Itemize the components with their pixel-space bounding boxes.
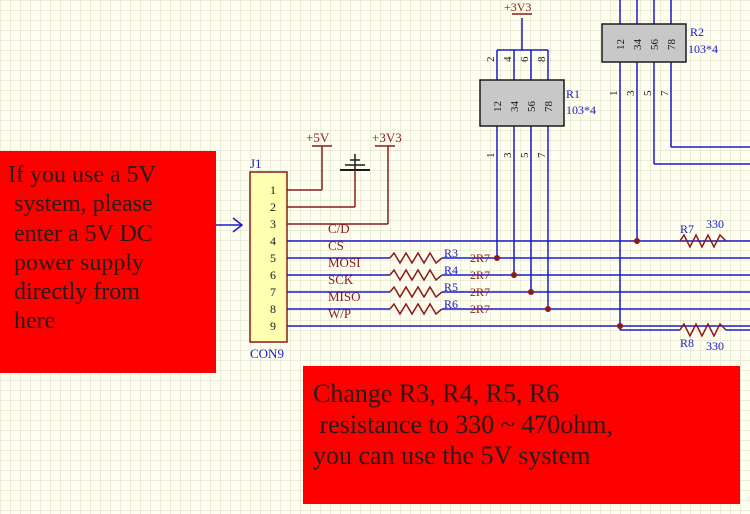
network-top-pin: 4 <box>502 56 514 62</box>
r1-body <box>479 79 565 127</box>
r2-value: 103*4 <box>688 42 718 56</box>
resistor-zigzag <box>389 268 443 282</box>
network-body-pin: 12 <box>615 39 627 50</box>
connector-pin-number: 6 <box>270 268 276 282</box>
network-bottom-pin: 3 <box>502 152 514 158</box>
series-resistor-value: 2R7 <box>470 285 490 299</box>
connector-pin-number: 3 <box>270 217 276 231</box>
connector-name: CON9 <box>250 346 284 361</box>
connector-ref: J1 <box>250 156 262 171</box>
ground-symbol <box>287 154 370 208</box>
connector-pin-number: 1 <box>270 183 276 197</box>
net-label: MOSI <box>328 255 361 270</box>
network-body-pin: 34 <box>509 101 521 113</box>
resistor-r7: R7 330 <box>679 217 727 249</box>
network-bottom-pin: 1 <box>485 153 497 159</box>
connector-pin-number: 5 <box>270 251 276 265</box>
series-resistor-value: 2R7 <box>470 268 490 282</box>
r7-ref: R7 <box>680 222 694 236</box>
net-label: SCK <box>328 272 354 287</box>
network-body-pin: 34 <box>632 39 644 51</box>
r7-value: 330 <box>706 217 724 231</box>
series-resistor-ref: R5 <box>444 280 458 294</box>
network-body-pin: 56 <box>526 101 538 113</box>
connector-j1: J1 CON9 1 2 3 4 5 6 7 8 9 <box>249 156 288 361</box>
net-label: CS <box>328 238 344 253</box>
series-resistor-value: 2R7 <box>470 302 490 316</box>
series-resistor-ref: R3 <box>444 246 458 260</box>
net-labels: C/D CS MOSI SCK MISO W/P <box>328 221 361 321</box>
r2-ref: R2 <box>690 25 704 39</box>
network-bottom-pin: 5 <box>519 152 531 158</box>
network-top-pin: 8 <box>536 56 548 62</box>
series-resistor-ref: R4 <box>444 263 458 277</box>
net-label: W/P <box>328 306 351 321</box>
junctions <box>494 238 640 329</box>
power-3v3-j1: +3V3 <box>287 130 402 225</box>
resistor-zigzag <box>389 285 443 299</box>
resistor-r8: R8 330 <box>620 322 750 353</box>
network-top-pin: 6 <box>519 56 531 62</box>
network-body-pin: 78 <box>543 101 555 113</box>
r1-value: 103*4 <box>566 103 596 117</box>
network-body-pin: 56 <box>649 39 661 51</box>
power-3v3-top-label: +3V3 <box>504 0 531 14</box>
signal-wires <box>287 0 750 330</box>
network-body-pin: 78 <box>666 39 678 51</box>
note-5v-supply: If you use a 5V system, please enter a 5… <box>0 151 216 373</box>
network-bottom-pin: 7 <box>659 90 671 96</box>
r1-ref: R1 <box>566 87 580 101</box>
power-3v3-label: +3V3 <box>372 130 402 145</box>
net-label: MISO <box>328 289 361 304</box>
series-resistor-ref: R6 <box>444 297 458 311</box>
power-5v: +5V <box>287 130 332 191</box>
connector-pins: 1 2 3 4 5 6 7 8 9 <box>270 183 276 333</box>
connector-pin-number: 4 <box>270 234 276 248</box>
r2-body <box>601 23 687 63</box>
connector-body <box>249 171 288 343</box>
network-bottom-pin: 5 <box>642 90 654 96</box>
network-top-pin: 2 <box>485 57 497 63</box>
net-label: C/D <box>328 221 350 236</box>
arrow-icon <box>216 217 244 233</box>
note-resistor-change: Change R3, R4, R5, R6 resistance to 330 … <box>303 366 740 504</box>
resistor-zigzag <box>389 302 443 316</box>
r8-value: 330 <box>706 339 724 353</box>
network-bottom-pin: 1 <box>608 91 620 97</box>
resistor-zigzag <box>389 251 443 265</box>
network-body-pin: 12 <box>492 101 504 112</box>
series-resistor-value: 2R7 <box>470 251 490 265</box>
connector-pin-number: 7 <box>270 285 276 299</box>
r8-ref: R8 <box>680 336 694 350</box>
connector-pin-number: 8 <box>270 302 276 316</box>
network-bottom-pin: 3 <box>625 90 637 96</box>
connector-pin-number: 9 <box>270 319 276 333</box>
connector-pin-number: 2 <box>270 200 276 214</box>
power-5v-label: +5V <box>306 130 330 145</box>
network-bottom-pin: 7 <box>536 152 548 158</box>
